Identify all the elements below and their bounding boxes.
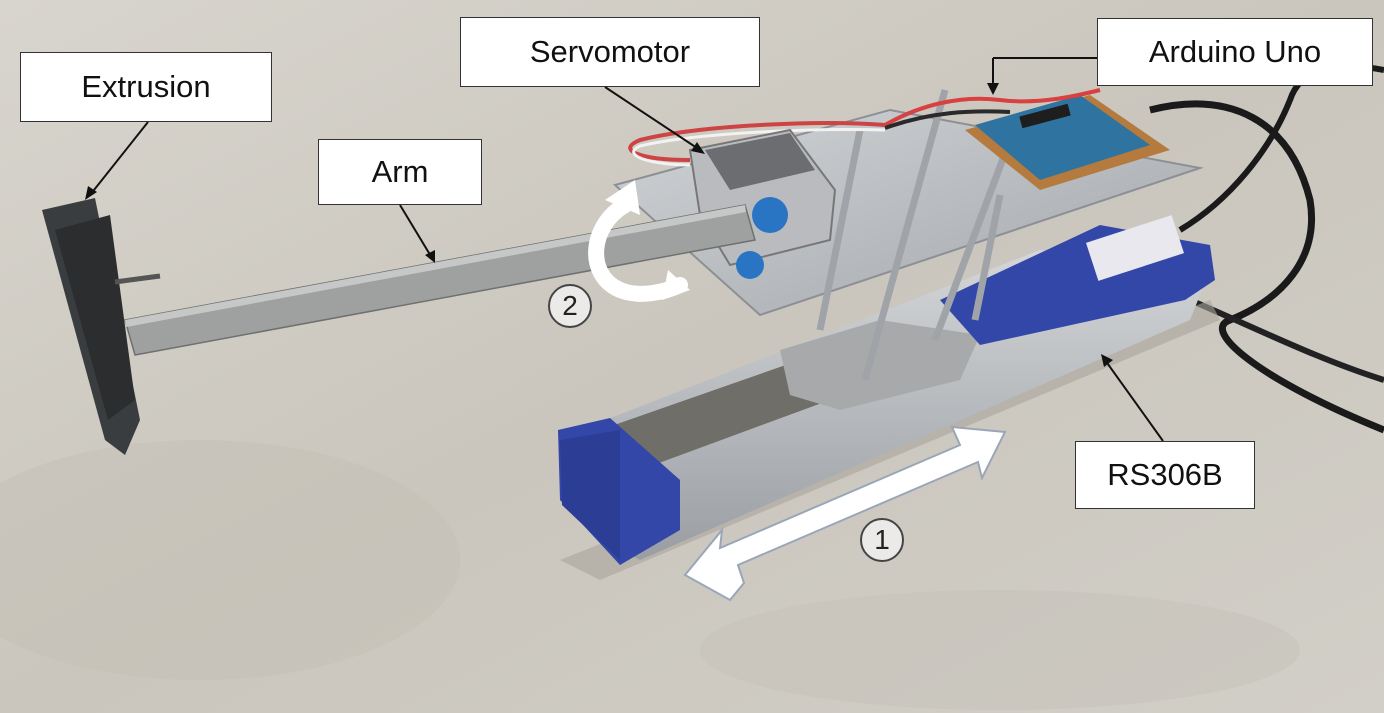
leader-arduino-head	[987, 83, 999, 95]
servo-horn-lower	[736, 251, 764, 279]
leader-rs306b-head	[1101, 354, 1113, 367]
leader-extrusion-head	[85, 186, 97, 200]
leader-arm-head	[425, 250, 435, 263]
threaded-rod	[971, 194, 1004, 321]
usb-cable	[1149, 100, 1384, 434]
leader-arm	[399, 204, 433, 259]
leader-rs306b	[1104, 359, 1164, 442]
servo-label	[705, 133, 815, 190]
curved-rotation-arrow-icon	[588, 197, 688, 302]
rotation-arrow-head-top	[605, 180, 640, 215]
threaded-rod	[816, 129, 864, 331]
label-arduino-uno: Arduino Uno	[1097, 18, 1373, 86]
arduino-header	[1019, 103, 1071, 129]
label-servomotor: Servomotor	[460, 17, 760, 87]
threaded-rod	[861, 89, 949, 381]
arm-highlight	[125, 205, 746, 327]
motion-marker-2: 2	[548, 284, 592, 328]
servo-horn	[752, 197, 788, 233]
double-headed-arrow-icon	[683, 425, 1007, 602]
floor-stain	[0, 440, 460, 680]
rotation-arrow-head-bottom	[662, 270, 690, 300]
actuator-rail-channel	[600, 360, 830, 470]
label-rs306b: RS306B	[1075, 441, 1255, 509]
extrusion-pin	[114, 273, 161, 285]
actuator-carriage	[780, 320, 980, 410]
leader-servomotor	[604, 86, 701, 151]
jumper-wires	[884, 88, 1101, 127]
floor-stain	[700, 590, 1300, 710]
label-extrusion: Extrusion	[20, 52, 272, 122]
extrusion-face	[55, 215, 135, 420]
actuator-sticker	[1086, 215, 1184, 281]
label-arm: Arm	[318, 139, 482, 205]
leader-extrusion	[89, 121, 149, 196]
jumper-wires	[884, 109, 1011, 130]
servo-wire	[628, 121, 886, 162]
servo-wire	[632, 128, 886, 167]
leader-servomotor-head	[691, 142, 705, 154]
motion-marker-1: 1	[860, 518, 904, 562]
arduino-board	[975, 95, 1150, 180]
actuator-end-cap-face	[560, 430, 620, 560]
threaded-rod	[931, 138, 1014, 342]
